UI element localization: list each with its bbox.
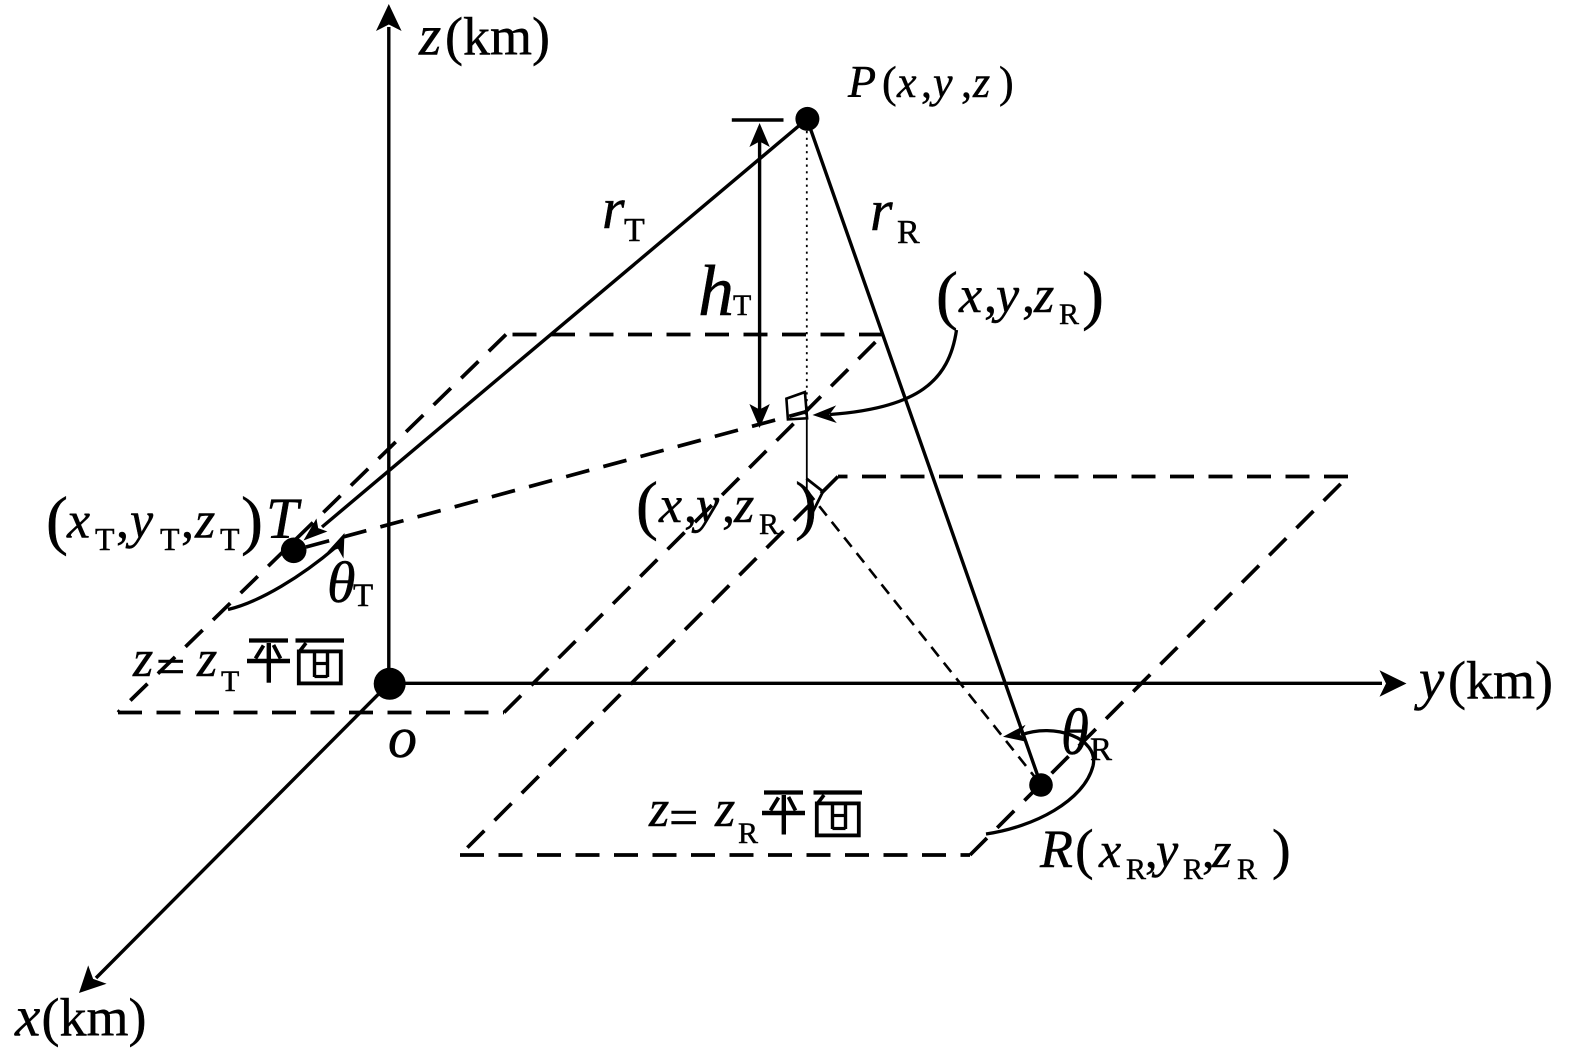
svg-text:R: R [738,817,758,850]
svg-text:x: x [658,477,682,534]
svg-text:,: , [722,477,735,534]
svg-text:=: = [669,790,698,847]
svg-text:y: y [125,493,154,550]
svg-text:(: ( [936,259,958,332]
svg-text:z: z [714,781,735,838]
svg-text:z: z [194,493,215,550]
svg-text:θ: θ [327,550,356,615]
svg-text:,: , [684,477,697,534]
svg-text:): ) [999,58,1014,107]
svg-text:): ) [241,484,263,557]
svg-text:z: z [972,58,990,107]
svg-text:R: R [1090,732,1112,768]
svg-text:T: T [353,578,373,614]
svg-text:z: z [648,781,669,838]
svg-text:R: R [1126,853,1146,886]
svg-text:z: z [733,477,754,534]
svg-text:T: T [220,521,240,557]
svg-text:R: R [897,214,920,251]
svg-text:z: z [1211,822,1231,878]
svg-text:,: , [116,493,129,550]
svg-text:(: ( [882,58,897,107]
svg-text:x: x [958,267,982,324]
svg-text:(: ( [636,469,658,542]
svg-text:,: , [1145,822,1158,878]
svg-text:T: T [95,521,115,557]
svg-text:y: y [1151,822,1179,878]
svg-text:y: y [691,477,720,534]
svg-text:(km): (km) [445,7,550,67]
svg-text:x: x [1098,822,1121,878]
svg-text:y: y [929,58,953,107]
svg-text:R: R [1183,853,1203,886]
svg-text:z: z [418,5,441,68]
svg-text:h: h [698,251,734,331]
svg-text:P: P [847,56,878,107]
svg-text:R: R [1059,298,1079,331]
svg-text:y: y [991,267,1020,324]
svg-text:R: R [1039,819,1073,879]
svg-text:,: , [1202,822,1215,878]
svg-text:): ) [795,469,817,542]
svg-text:R: R [1237,853,1257,886]
svg-text:θ: θ [1061,696,1089,769]
svg-text:(: ( [46,484,68,557]
svg-text:z: z [132,631,153,688]
svg-text:r: r [602,176,625,241]
svg-text:x: x [896,58,917,107]
svg-text:): ) [1082,259,1104,332]
svg-text:,: , [921,58,932,107]
svg-text:,: , [181,493,194,550]
svg-text:,: , [1022,267,1035,324]
svg-text:T: T [266,486,302,551]
svg-text:,: , [984,267,997,324]
svg-text:o: o [388,705,417,770]
svg-text:): ) [1272,819,1291,881]
svg-text:z: z [196,631,217,688]
svg-text:T: T [221,665,239,698]
svg-text:T: T [733,289,751,322]
svg-text:(km): (km) [1448,651,1553,711]
svg-text:(: ( [1075,819,1094,881]
svg-text:=: = [156,639,185,696]
svg-text:y: y [1414,649,1445,712]
svg-text:,: , [961,58,972,107]
svg-text:x: x [66,493,90,550]
svg-text:T: T [624,212,645,249]
svg-text:r: r [870,178,893,243]
svg-text:x: x [14,986,40,1049]
svg-text:(km): (km) [42,988,147,1048]
svg-text:R: R [759,508,779,541]
svg-text:T: T [160,521,180,557]
svg-text:z: z [1033,267,1054,324]
